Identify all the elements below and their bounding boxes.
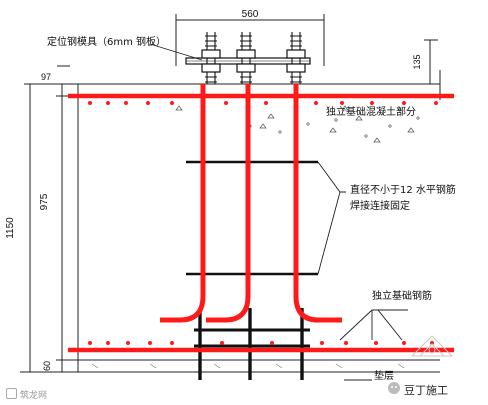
nut-upper-1 bbox=[201, 49, 221, 59]
leader-hrebar-upper bbox=[317, 161, 346, 193]
nut-lower-3 bbox=[286, 63, 306, 73]
horizontal-rebar-label-2: 焊接连接固定 bbox=[350, 201, 410, 212]
leader-hrebar-lower bbox=[317, 191, 341, 275]
cushion-label: 垫层 bbox=[374, 371, 394, 382]
foundation-vertical-rebars bbox=[198, 308, 304, 380]
top-rebar bbox=[68, 93, 454, 105]
top-dim-label: 560 bbox=[242, 9, 259, 20]
nut-lower-2 bbox=[236, 63, 256, 73]
bolt-nuts bbox=[201, 49, 306, 73]
anchor-bolts bbox=[160, 84, 342, 323]
right-top-dimension bbox=[424, 39, 438, 85]
watermark-logo-mark bbox=[410, 335, 454, 357]
bolt-template-label: 定位钢模具（6mm 钢板） bbox=[47, 37, 167, 48]
dim-label-1150: 1150 bbox=[5, 217, 16, 239]
dim-label-135: 135 bbox=[412, 54, 422, 69]
watermark-right-text: 豆丁施工 bbox=[404, 384, 448, 397]
foundation-ties bbox=[194, 328, 310, 348]
watermark-left-icon bbox=[6, 388, 17, 399]
foundation-outline bbox=[20, 70, 441, 373]
anchor-bolt-1 bbox=[160, 84, 206, 323]
left-dimensions bbox=[24, 65, 70, 373]
horizontal-rebar-label-1: 直径不小于12 水平钢筋 bbox=[350, 185, 456, 196]
leader-lines bbox=[149, 43, 408, 381]
foundation-concrete-label: 独立基础混凝土部分 bbox=[326, 107, 416, 118]
nut-upper-2 bbox=[236, 49, 256, 59]
bottom-rebar bbox=[68, 341, 454, 353]
anchor-bolt-2 bbox=[206, 84, 251, 323]
bolt-template-plate bbox=[185, 57, 311, 65]
cushion-hatch bbox=[91, 363, 405, 369]
leader-foundation-rebar-a bbox=[339, 309, 408, 341]
anchor-bolt-3 bbox=[293, 84, 342, 323]
dim-label-60: 60 bbox=[42, 361, 52, 371]
concrete-speckles bbox=[175, 105, 420, 143]
leader-foundation-rebar-c bbox=[377, 309, 403, 341]
nut-upper-3 bbox=[286, 49, 306, 59]
watermark-wechat-icon bbox=[388, 382, 400, 394]
watermark-left: 筑龙网 bbox=[6, 388, 47, 401]
dim-label-975: 975 bbox=[39, 193, 50, 210]
dim-label-97: 97 bbox=[41, 72, 51, 82]
top-dimension bbox=[175, 14, 325, 66]
foundation-rebar-label: 独立基础钢筋 bbox=[372, 291, 432, 302]
watermark-left-text: 筑龙网 bbox=[20, 391, 48, 401]
top-rebar-dots bbox=[88, 101, 438, 105]
leader-template bbox=[149, 43, 203, 61]
nut-lower-1 bbox=[201, 63, 221, 73]
bottom-rebar-dots bbox=[88, 341, 434, 345]
